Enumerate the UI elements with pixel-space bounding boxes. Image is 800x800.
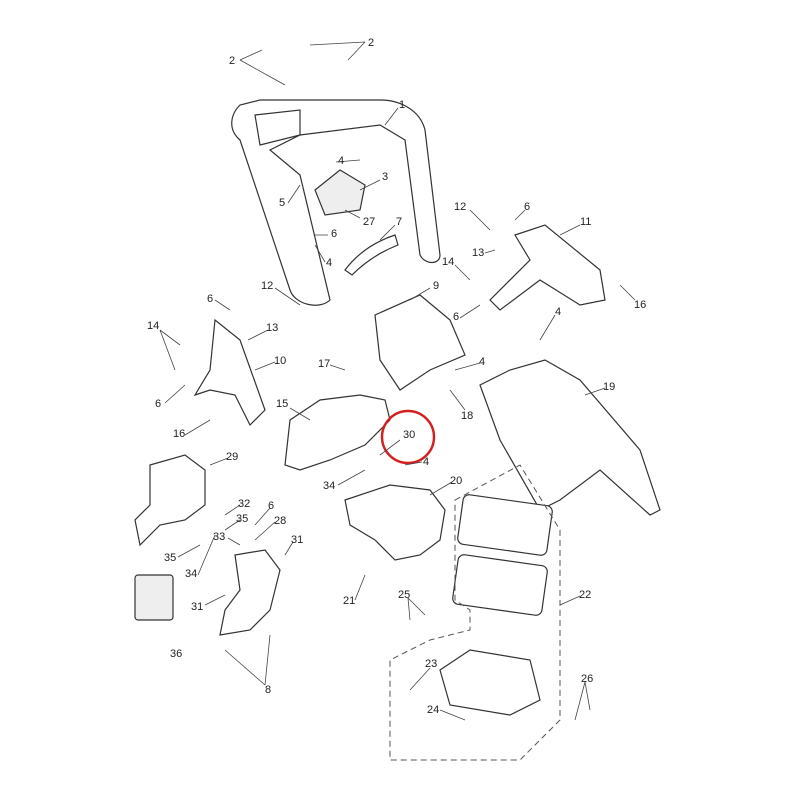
callout-label[interactable]: 32 [238, 498, 250, 510]
callout-label[interactable]: 3 [382, 171, 388, 183]
part-10-bracket [193, 318, 266, 427]
callout-labels: 2 2 1 4 3 5 27 6 7 4 12 6 11 13 14 12 6 … [147, 37, 646, 716]
callout-label[interactable]: 16 [634, 299, 646, 311]
leader-lines [159, 41, 636, 721]
part-11-side-panel [489, 224, 606, 311]
part-28-bracket [219, 549, 281, 636]
callout-label[interactable]: 12 [261, 280, 273, 292]
callout-label[interactable]: 2 [229, 55, 235, 67]
callout-label[interactable]: 35 [236, 513, 248, 525]
callout-label[interactable]: 9 [433, 280, 439, 292]
callout-label[interactable]: 13 [472, 247, 484, 259]
callout-label[interactable]: 14 [147, 320, 159, 332]
part-20-mudguard [344, 484, 446, 561]
callout-label[interactable]: 6 [331, 228, 337, 240]
callout-label[interactable]: 6 [524, 201, 530, 213]
callout-label[interactable]: 4 [555, 306, 561, 318]
callout-label[interactable]: 13 [266, 322, 278, 334]
part-15-tray [284, 394, 391, 471]
callout-label[interactable]: 26 [581, 673, 593, 685]
callout-label[interactable]: 25 [398, 589, 410, 601]
callout-label[interactable]: 6 [155, 398, 161, 410]
part-7-bracket [344, 234, 399, 276]
callout-label[interactable]: 22 [579, 589, 591, 601]
callout-label[interactable]: 29 [226, 451, 238, 463]
part-19-long-panel [479, 359, 661, 516]
part-22-seal [452, 554, 548, 616]
callout-label[interactable]: 34 [185, 568, 197, 580]
callout-label[interactable]: 10 [274, 355, 286, 367]
part-tray-box [439, 649, 541, 716]
callout-label[interactable]: 6 [268, 500, 274, 512]
part-22-lid [457, 494, 553, 556]
callout-label-highlighted[interactable]: 30 [403, 429, 415, 441]
callout-label[interactable]: 20 [450, 475, 462, 487]
callout-label[interactable]: 14 [442, 256, 454, 268]
part-36-ecu [134, 574, 174, 621]
part-29-housing [134, 454, 206, 547]
callout-label[interactable]: 21 [343, 595, 355, 607]
callout-label[interactable]: 35 [164, 552, 176, 564]
callout-label[interactable]: 18 [461, 410, 473, 422]
callout-label[interactable]: 23 [425, 658, 437, 670]
callout-label[interactable]: 8 [265, 684, 271, 696]
callout-label[interactable]: 19 [603, 381, 615, 393]
callout-label[interactable]: 4 [479, 356, 485, 368]
callout-label[interactable]: 2 [368, 37, 374, 49]
callout-label[interactable]: 4 [423, 456, 429, 468]
callout-label[interactable]: 16 [173, 428, 185, 440]
callout-label[interactable]: 33 [213, 531, 225, 543]
callout-label[interactable]: 5 [279, 197, 285, 209]
callout-label[interactable]: 28 [274, 515, 286, 527]
callout-label[interactable]: 15 [276, 398, 288, 410]
part-22-boundary [389, 464, 561, 761]
part-1-luggage-rack [231, 99, 441, 306]
part-9-cover [374, 294, 466, 391]
highlight-circle [380, 409, 436, 465]
callout-label[interactable]: 7 [396, 216, 402, 228]
callout-label[interactable]: 12 [454, 201, 466, 213]
callout-label[interactable]: 34 [323, 480, 335, 492]
callout-label[interactable]: 6 [207, 293, 213, 305]
callout-label[interactable]: 24 [427, 704, 439, 716]
part-3-triangle-badge [314, 169, 366, 216]
callout-label[interactable]: 27 [363, 216, 375, 228]
callout-label[interactable]: 17 [318, 358, 330, 370]
callout-label[interactable]: 4 [326, 257, 332, 269]
callout-label[interactable]: 31 [291, 534, 303, 546]
callout-label[interactable]: 36 [170, 648, 182, 660]
callout-label[interactable]: 6 [453, 311, 459, 323]
callout-label[interactable]: 31 [191, 601, 203, 613]
callout-label[interactable]: 11 [580, 216, 591, 228]
callout-label[interactable]: 4 [338, 155, 344, 167]
callout-label[interactable]: 1 [399, 99, 405, 111]
